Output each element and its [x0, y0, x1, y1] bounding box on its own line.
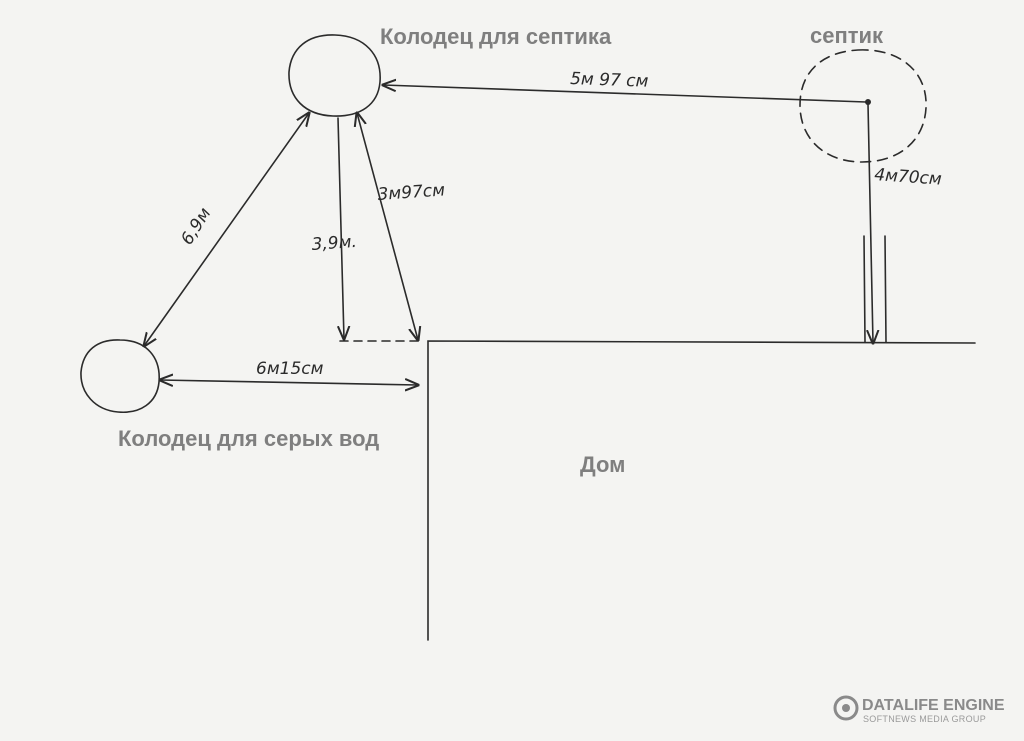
grey-water-well-label: Колодец для серых вод: [118, 426, 379, 451]
septic-tank-dashed-circle: [799, 49, 927, 163]
datalife-logo-icon: [833, 695, 859, 721]
line-grey-well-to-house: [160, 380, 418, 385]
line-septic-to-house: [868, 103, 873, 343]
house-outline: [427, 340, 976, 641]
septic-tank-point: [865, 99, 871, 105]
line-well-to-house-vertical: [338, 117, 344, 339]
grey-water-well-circle: [80, 339, 160, 413]
line-well-to-septic: [383, 85, 867, 103]
watermark-subtitle: SOFTNEWS MEDIA GROUP: [863, 714, 986, 724]
measure-well-to-grey-well: 6,9м: [177, 204, 215, 249]
septic-label: септик: [810, 23, 884, 48]
measure-well-to-house-corner: 3м97см: [377, 180, 446, 205]
measure-grey-well-to-house: 6м15см: [256, 359, 324, 379]
watermark-title: DATALIFE ENGINE: [862, 697, 1005, 714]
house-label: Дом: [580, 452, 625, 477]
measure-septic-to-house: 4м70см: [874, 165, 943, 190]
line-well-to-grey-well: [144, 113, 309, 346]
septic-post-right: [884, 235, 887, 343]
septic-post-left: [863, 235, 866, 343]
line-well-to-house-corner: [357, 113, 418, 340]
septic-well-circle: [288, 34, 381, 117]
measure-well-to-house-vertical: 3,9м.: [311, 232, 358, 255]
measure-well-to-septic: 5м 97 см: [570, 69, 649, 92]
septic-well-label: Колодец для септика: [380, 24, 612, 49]
datalife-watermark: DATALIFE ENGINE SOFTNEWS MEDIA GROUP: [833, 695, 1005, 724]
